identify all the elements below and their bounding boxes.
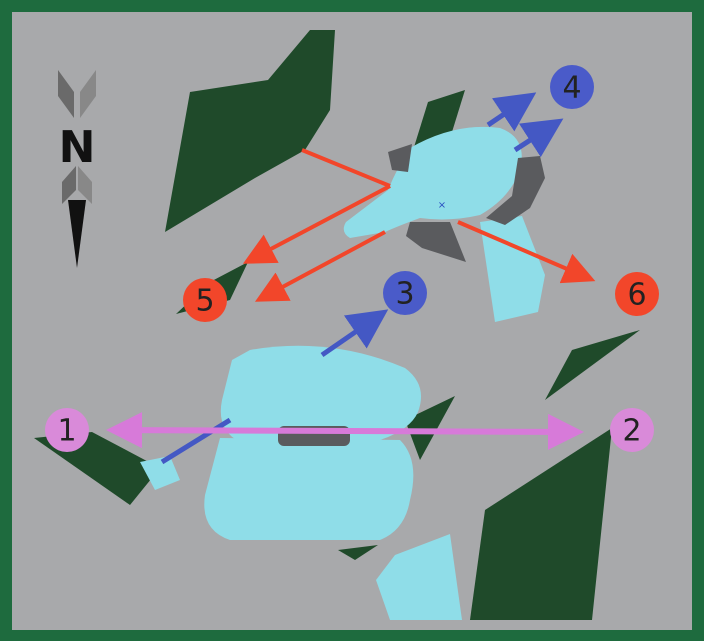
pond-center-mark: × [438, 200, 446, 211]
vegetation-area [470, 428, 612, 620]
water-body [376, 534, 462, 620]
water-body [140, 456, 180, 490]
arrow-line [301, 148, 391, 188]
marker-1-label: 1 [57, 414, 76, 449]
vegetation-area [545, 330, 640, 400]
marker-4: 4 [550, 65, 594, 109]
arrow-to-6 [457, 220, 596, 284]
rock-outcrop [406, 222, 466, 262]
rock-outcrop [486, 156, 545, 225]
water-body [343, 126, 522, 238]
vegetation-area [165, 30, 335, 232]
marker-2-label: 2 [622, 414, 641, 449]
water-body [204, 438, 414, 540]
water-body [480, 216, 545, 322]
arrow-to-4-b [513, 118, 564, 158]
marker-6-label: 6 [627, 278, 646, 313]
marker-3-label: 3 [395, 277, 414, 312]
rock-outcrop [388, 144, 412, 172]
arrow-to-4-a [486, 92, 537, 132]
marker-1: 1 [45, 408, 89, 452]
marker-2: 2 [610, 408, 654, 452]
marker-6: 6 [615, 272, 659, 316]
arrow-to-5-b [254, 230, 386, 302]
marker-3: 3 [383, 271, 427, 315]
marker-5: 5 [183, 278, 227, 322]
red-arrows [242, 148, 596, 302]
arrow-to-5-a [242, 184, 391, 264]
arrow-1-to-2 [106, 412, 584, 450]
north-arrow-icon: N [58, 70, 96, 268]
marker-5-label: 5 [195, 284, 214, 319]
arrow-to-3 [320, 309, 389, 358]
north-label: N [59, 122, 96, 173]
vegetation-area [338, 545, 378, 560]
marker-4-label: 4 [562, 71, 581, 106]
